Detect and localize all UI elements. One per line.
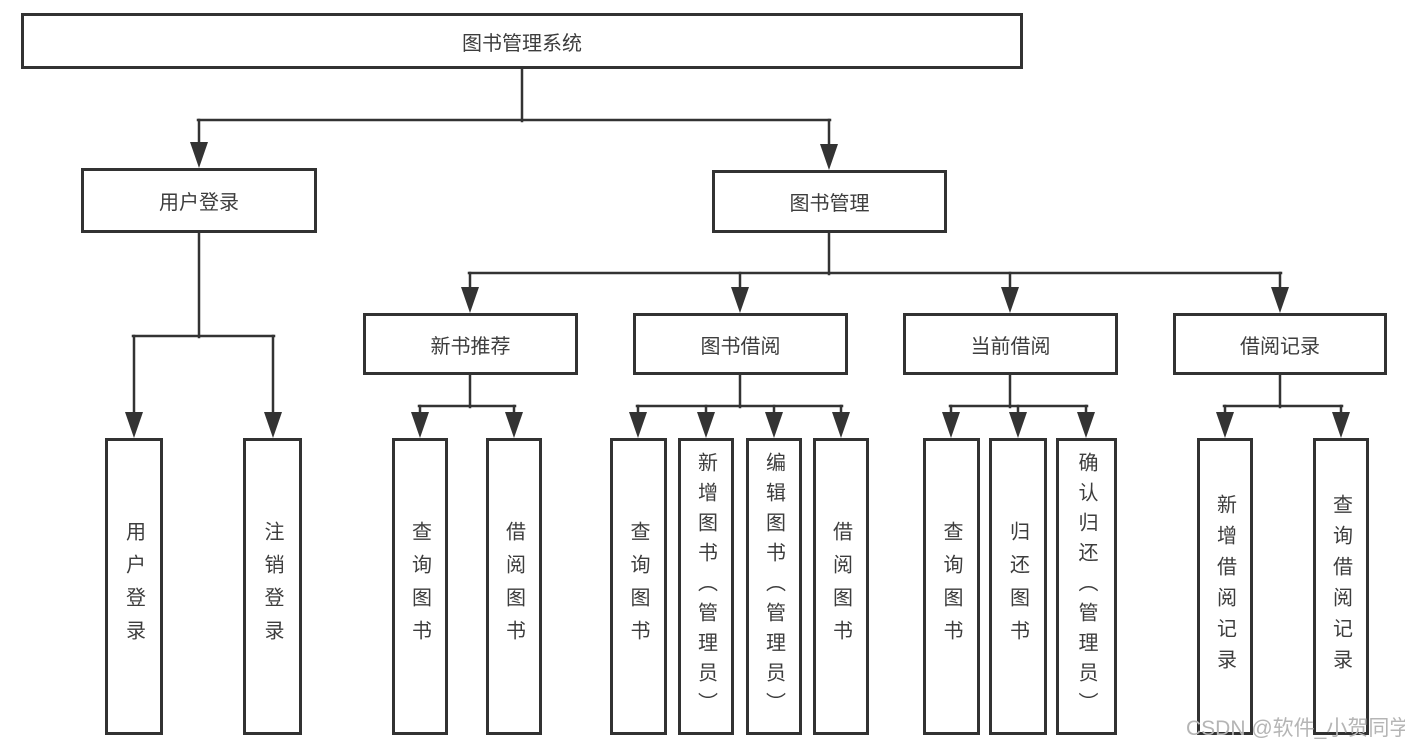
leaf-return-books: 归还图书 (989, 438, 1047, 735)
leaf-confirm-return-admin-label: 确认归还（管理员） (1075, 451, 1097, 722)
leaf-user-login-label: 用户登录 (122, 520, 145, 653)
csdn-watermark: CSDN @软件_小贺同学 (1186, 717, 1405, 740)
node-new-book-recommend-label: 新书推荐 (430, 335, 511, 358)
node-user-login: 用户登录 (81, 168, 317, 233)
node-borrow-records-label: 借阅记录 (1240, 335, 1320, 358)
connector-currentborrow-to-leaves (942, 372, 1095, 438)
connector-borrowrecords-to-leaves (1216, 372, 1350, 438)
connector-bookborrow-to-leaves (629, 372, 850, 438)
leaf-add-borrow-record: 新增借阅记录 (1197, 438, 1253, 735)
leaf-query-books-recommend: 查询图书 (392, 438, 448, 735)
node-new-book-recommend: 新书推荐 (363, 313, 578, 375)
node-current-borrow-label: 当前借阅 (970, 335, 1051, 358)
leaf-add-books-admin-label: 新增图书（管理员） (694, 451, 717, 722)
leaf-query-borrow-record: 查询借阅记录 (1313, 438, 1369, 735)
leaf-borrow-books-recommend: 借阅图书 (486, 438, 542, 735)
leaf-logout: 注销登录 (243, 438, 302, 735)
node-book-management: 图书管理 (712, 170, 947, 233)
node-root-label: 图书管理系统 (462, 32, 582, 55)
leaf-query-books-borrow: 查询图书 (610, 438, 667, 735)
leaf-return-books-label: 归还图书 (1006, 520, 1029, 653)
leaf-user-login: 用户登录 (105, 438, 163, 735)
leaf-edit-books-admin: 编辑图书（管理员） (746, 438, 802, 735)
leaf-confirm-return-admin: 确认归还（管理员） (1056, 438, 1117, 735)
node-current-borrow: 当前借阅 (903, 313, 1118, 375)
connector-bookmgmt-to-level3 (461, 229, 1289, 313)
leaf-borrow-books-label: 借阅图书 (829, 520, 852, 653)
node-root: 图书管理系统 (21, 13, 1023, 69)
leaf-query-books-current-label: 查询图书 (940, 520, 962, 653)
leaf-query-borrow-record-label: 查询借阅记录 (1329, 493, 1352, 680)
connector-newbook-to-leaves (411, 372, 523, 438)
leaf-query-books-current: 查询图书 (923, 438, 980, 735)
leaf-borrow-books: 借阅图书 (813, 438, 869, 735)
node-borrow-records: 借阅记录 (1173, 313, 1387, 375)
leaf-edit-books-admin-label: 编辑图书（管理员） (762, 451, 785, 722)
connector-userlogin-to-leaves (125, 229, 282, 438)
leaf-borrow-books-recommend-label: 借阅图书 (502, 520, 525, 653)
leaf-add-borrow-record-label: 新增借阅记录 (1213, 493, 1236, 680)
leaf-add-books-admin: 新增图书（管理员） (678, 438, 734, 735)
node-book-management-label: 图书管理 (789, 193, 870, 215)
connector-root-to-level2 (190, 65, 838, 170)
leaf-query-books-recommend-label: 查询图书 (408, 520, 431, 653)
node-book-borrow-label: 图书借阅 (700, 335, 781, 358)
leaf-logout-label: 注销登录 (261, 520, 283, 653)
leaf-query-books-borrow-label: 查询图书 (627, 520, 649, 653)
node-user-login-label: 用户登录 (159, 192, 239, 214)
node-book-borrow: 图书借阅 (633, 313, 848, 375)
